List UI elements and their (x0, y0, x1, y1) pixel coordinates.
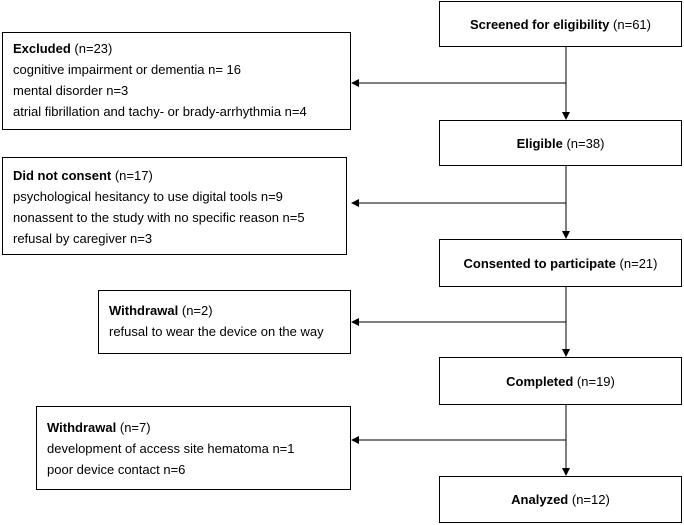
did-not-consent-reason: nonassent to the study with no specific … (13, 210, 305, 225)
completed-label: Completed (506, 373, 574, 389)
did-not-consent-count: (n=17) (114, 168, 153, 183)
screened-box: Screened for eligibility (n=61) (439, 1, 682, 47)
excluded-reason: mental disorder n=3 (13, 83, 129, 98)
screened-count: (n=61) (613, 16, 651, 32)
screened-label: Screened for eligibility (469, 16, 610, 32)
withdrawal-2-title: Withdrawal (47, 420, 117, 435)
excluded-reason: atrial fibrillation and tachy- or brady-… (13, 104, 307, 119)
analyzed-count: (n=12) (571, 492, 610, 507)
excluded-title: Excluded (13, 41, 71, 56)
did-not-consent-reason: psychological hesitancy to use digital t… (13, 189, 283, 204)
consented-count: (n=21) (619, 255, 658, 271)
did-not-consent-title: Did not consent (13, 168, 112, 183)
consented-box: Consented to participate (n=21) (439, 239, 682, 287)
excluded-box: Excluded (n=23) cognitive impairment or … (2, 32, 351, 130)
withdrawal-2-reason: poor device contact n=6 (47, 462, 186, 477)
excluded-count: (n=23) (74, 41, 113, 56)
analyzed-label: Analyzed (511, 492, 569, 507)
withdrawal-2-count: (n=7) (119, 420, 151, 435)
consented-label: Consented to participate (463, 255, 616, 271)
did-not-consent-box: Did not consent (n=17) psychological hes… (2, 157, 347, 255)
excluded-reason: cognitive impairment or dementia n= 16 (13, 62, 241, 77)
withdrawal-1-count: (n=2) (181, 303, 213, 318)
analyzed-box: Analyzed (n=12) (439, 476, 682, 523)
withdrawal-2-box: Withdrawal (n=7) development of access s… (36, 406, 351, 490)
did-not-consent-reason: refusal by caregiver n=3 (13, 231, 153, 246)
withdrawal-1-box: Withdrawal (n=2) refusal to wear the dev… (98, 290, 351, 354)
eligible-count: (n=38) (566, 135, 605, 151)
completed-box: Completed (n=19) (439, 357, 682, 405)
eligible-label: Eligible (516, 135, 563, 151)
withdrawal-1-reason: refusal to wear the device on the way (109, 324, 324, 339)
completed-count: (n=19) (576, 373, 615, 389)
eligible-box: Eligible (n=38) (439, 120, 682, 166)
withdrawal-2-reason: development of access site hematoma n=1 (47, 441, 295, 456)
withdrawal-1-title: Withdrawal (109, 303, 179, 318)
